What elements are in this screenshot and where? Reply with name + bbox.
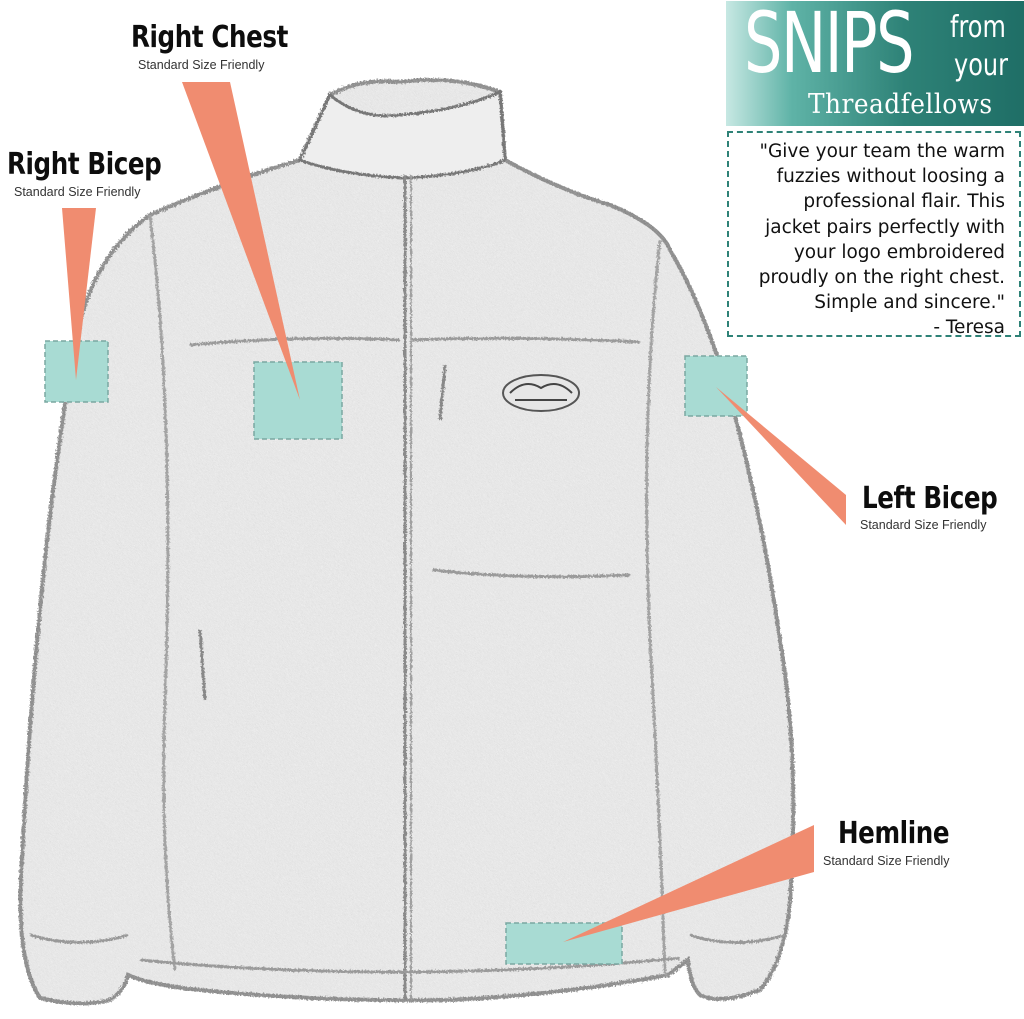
label-hemline-title: Hemline xyxy=(838,816,950,851)
label-right-bicep-title: Right Bicep xyxy=(7,147,162,182)
label-left-bicep-subtitle: Standard Size Friendly xyxy=(860,518,987,532)
brand-logo-icon xyxy=(502,374,580,412)
pointer-right-bicep xyxy=(62,208,96,380)
banner-brand-name: Threadfellows xyxy=(808,89,993,120)
pointer-hemline xyxy=(563,825,814,942)
label-right-chest-subtitle: Standard Size Friendly xyxy=(138,58,265,72)
label-hemline-subtitle: Standard Size Friendly xyxy=(823,854,950,868)
pointer-right-chest xyxy=(182,82,300,400)
testimonial-box: "Give your team the warm fuzzies without… xyxy=(727,131,1021,338)
jacket-body xyxy=(18,77,796,1006)
placement-zone-right-chest xyxy=(253,361,343,440)
label-right-chest-title: Right Chest xyxy=(131,20,288,55)
brand-banner: SNIPS from your Threadfellows xyxy=(726,1,1024,126)
label-right-bicep-subtitle: Standard Size Friendly xyxy=(14,185,141,199)
banner-word-from: from xyxy=(950,10,1006,45)
pointer-left-bicep xyxy=(716,387,846,525)
label-left-bicep-title: Left Bicep xyxy=(862,481,998,516)
testimonial-quote: "Give your team the warm fuzzies without… xyxy=(758,141,1005,339)
banner-headline: SNIPS xyxy=(744,1,915,92)
banner-word-your: your xyxy=(954,48,1008,83)
jacket-collar xyxy=(297,89,507,180)
